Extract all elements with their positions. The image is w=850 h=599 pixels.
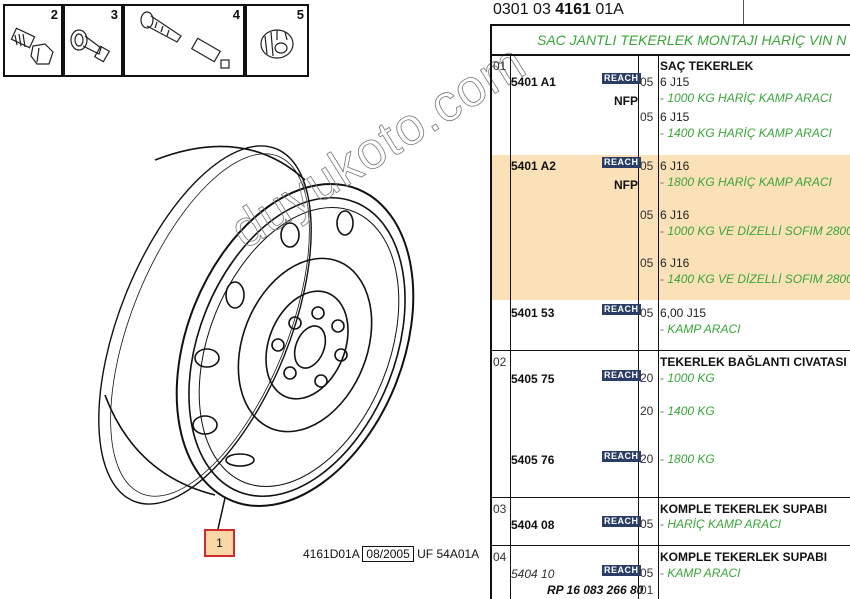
group-divider: [490, 545, 850, 546]
quantity: 05: [640, 306, 654, 320]
group-divider: [490, 497, 850, 498]
quantity: 05: [640, 256, 654, 270]
parts-table: 0301 03 4161 01A SAC JANTLI TEKERLEK MON…: [490, 0, 850, 599]
item-number: 03: [493, 502, 507, 516]
spec: 6 J15: [660, 75, 690, 89]
alt-reference: RP 16 083 266 80: [547, 583, 644, 597]
spec: 6,00 J15: [660, 306, 707, 320]
part-number[interactable]: 5405 75: [511, 372, 555, 386]
table-title-row: SAC JANTLI TEKERLEK MONTAJI HARİÇ VIN N: [490, 24, 850, 56]
highlighted-part-row: [490, 155, 850, 300]
group-heading: SAÇ TEKERLEK: [660, 59, 754, 73]
valve-stem-icon: [70, 29, 111, 63]
part-number[interactable]: 5405 76: [511, 453, 555, 467]
callout-1[interactable]: 1: [204, 529, 235, 557]
nut-cap-icon: [260, 29, 294, 59]
steel-wheel-drawing: [98, 145, 415, 507]
part-number[interactable]: 5401 A1: [511, 75, 556, 89]
alt-quantity: 01: [640, 583, 654, 597]
accessory-thumbnails: 2 3 4: [3, 4, 309, 77]
wheel-bolt-icon: [10, 27, 54, 65]
spec: 6 J16: [660, 208, 690, 222]
thumbnail-5[interactable]: 5: [245, 4, 309, 77]
quantity: 20: [640, 404, 654, 418]
reference-header: 0301 03 4161 01A: [490, 0, 850, 26]
quantity: 05: [640, 208, 654, 222]
reach-badge: REACH: [602, 73, 641, 84]
item-number: 01: [493, 59, 507, 73]
column-divider: [510, 56, 511, 599]
uf-code: UF 54A01A: [417, 547, 480, 561]
table-border: [490, 24, 492, 599]
reach-badge: REACH: [602, 157, 641, 168]
reach-badge: REACH: [602, 451, 641, 462]
thumbnail-number: 5: [296, 7, 304, 22]
spec: 6 J16: [660, 159, 690, 173]
note: - 1400 KG VE DİZELLİ SOFIM 2800 .: [660, 272, 850, 286]
drawing-date: 08/2005: [362, 546, 414, 562]
part-number[interactable]: 5404 08: [511, 518, 555, 532]
reference-number: 0301 03 4161 01A: [493, 1, 624, 18]
quantity: 05: [640, 75, 654, 89]
drawing-reference: 4161D01A 08/2005 UF 54A01A: [303, 546, 480, 562]
group-heading: KOMPLE TEKERLEK SUPABI: [660, 502, 828, 516]
thumbnail-3[interactable]: 3: [63, 4, 123, 77]
table-title: SAC JANTLI TEKERLEK MONTAJI HARİÇ VIN N: [537, 32, 847, 48]
quantity: 05: [640, 517, 654, 531]
note: - 1000 KG VE DİZELLİ SOFIM 2800 .: [660, 224, 850, 238]
note: - 1800 KG: [660, 452, 715, 466]
thumbnail-2[interactable]: 2: [3, 4, 63, 77]
thumbnail-number: 2: [50, 7, 58, 22]
reach-badge: REACH: [602, 516, 641, 527]
reach-badge: REACH: [602, 565, 641, 576]
thumbnail-4[interactable]: 4: [123, 4, 245, 77]
divider: [743, 0, 744, 24]
quantity: 20: [640, 371, 654, 385]
spec: 6 J15: [660, 110, 690, 124]
note: - HARİÇ KAMP ARACI: [660, 517, 782, 531]
note: - KAMP ARACI: [660, 322, 741, 336]
note: - 1000 KG HARİÇ KAMP ARACI: [660, 91, 832, 105]
note: - 1000 KG: [660, 371, 715, 385]
group-divider: [490, 350, 850, 351]
part-number[interactable]: 5404 10: [511, 567, 555, 581]
item-number: 04: [493, 550, 507, 564]
spec: 6 J16: [660, 256, 690, 270]
item-number: 02: [493, 355, 507, 369]
quantity: 05: [640, 566, 654, 580]
part-number[interactable]: 5401 53: [511, 306, 555, 320]
quantity: 20: [640, 452, 654, 466]
valve-kit-icon: [140, 11, 230, 69]
quantity: 05: [640, 159, 654, 173]
note: - 1400 KG HARİÇ KAMP ARACI: [660, 126, 832, 140]
group-heading: KOMPLE TEKERLEK SUPABI: [660, 550, 828, 564]
note: - 1800 KG HARİÇ KAMP ARACI: [660, 175, 832, 189]
callout-leader-line: [217, 498, 226, 530]
note: - 1400 KG: [660, 404, 715, 418]
column-divider: [658, 56, 659, 599]
group-heading: TEKERLEK BAĞLANTI CIVATASI: [660, 355, 847, 369]
note: - KAMP ARACI: [660, 566, 741, 580]
thumbnail-number: 3: [110, 7, 118, 22]
thumbnail-number: 4: [232, 7, 240, 22]
quantity: 05: [640, 110, 654, 124]
nfp-flag: NFP: [614, 178, 638, 192]
reach-badge: REACH: [602, 370, 641, 381]
nfp-flag: NFP: [614, 94, 638, 108]
reach-badge: REACH: [602, 304, 641, 315]
column-divider: [638, 56, 639, 599]
drawing-code: 4161D01A: [303, 547, 360, 561]
part-number[interactable]: 5401 A2: [511, 159, 556, 173]
